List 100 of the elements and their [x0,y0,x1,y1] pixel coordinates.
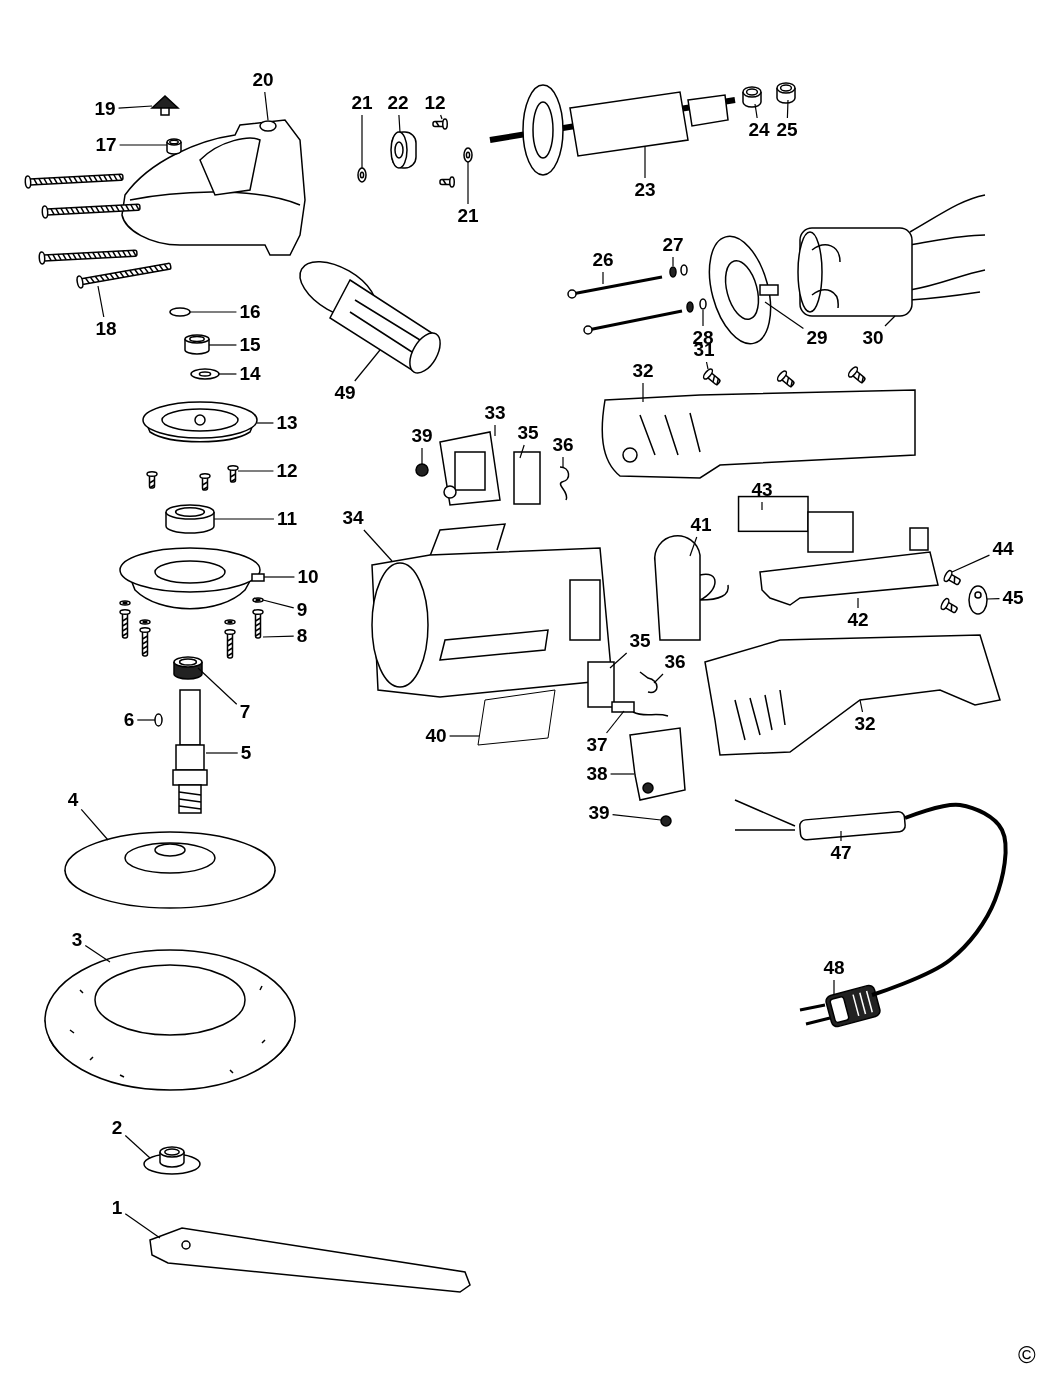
label-plate-drawing [477,689,556,746]
callout-number: 22 [386,93,410,113]
leader-line [609,773,635,775]
washer-drawing [463,147,473,163]
screw-set-drawing [119,609,264,659]
brush-holder-drawing [513,451,541,505]
callout-number: 16 [238,302,262,322]
leader-line [672,256,674,267]
polishing-bonnet-drawing [44,949,296,1091]
callout-number: 12 [275,461,299,481]
callout-number: 34 [341,508,365,528]
suppressor-drawing [737,495,809,533]
leader-line [859,699,864,713]
leader-line [702,309,704,327]
washer-drawing [190,368,220,380]
strain-relief-drawing [654,535,729,641]
screw-drawing [415,463,429,477]
leader-line [361,114,363,169]
callout-number: 35 [516,423,540,443]
leader-line [263,576,296,578]
callout-number: 38 [585,764,609,784]
bearing-drawing [742,86,762,108]
leader-line [764,301,805,330]
callout-number: 44 [991,539,1015,559]
leader-line [857,597,859,609]
callout-number: 12 [423,93,447,113]
callout-number: 24 [747,120,771,140]
callout-number: 33 [483,403,507,423]
leader-line [237,470,275,472]
side-handle-drawing [299,260,441,374]
screw-drawing [660,815,672,827]
spanner-drawing [149,1227,471,1293]
leader-line [611,813,662,821]
brush-cover-drawing [439,431,501,506]
through-bolt-drawing [567,275,683,335]
leader-line [440,114,443,120]
leader-line [262,635,295,638]
callout-number: 15 [238,335,262,355]
washer-set-drawing [119,597,264,625]
spindle-drawing [172,689,208,814]
leader-line [264,91,269,121]
callout-number: 40 [424,726,448,746]
screw-pair-drawing [940,569,962,614]
field-coil-drawing [797,194,986,317]
leader-line [653,673,664,684]
leader-line [80,808,109,841]
leader-line [689,536,698,557]
callout-number: 48 [822,958,846,978]
leader-line [218,373,238,375]
washer-pair-drawing [686,298,707,313]
brush-holder-drawing [587,661,615,708]
leader-line [448,735,480,737]
callout-number: 1 [110,1198,124,1218]
callout-number: 2 [110,1118,124,1138]
leader-line [754,103,758,119]
clamp-drawing [968,585,988,615]
callout-number: 27 [661,235,685,255]
callout-number: 3 [70,930,84,950]
callout-number: 47 [829,843,853,863]
callout-number: 8 [295,626,309,646]
leader-line [124,1213,161,1239]
pin-drawing [169,307,191,317]
flange-nut-drawing [143,1146,201,1175]
leader-line [136,719,156,721]
spring-drawing [559,466,570,501]
callout-number: 9 [295,600,309,620]
armature-drawing [489,84,736,176]
leader-line [256,422,275,424]
leader-line [494,424,496,437]
sleeve-drawing [166,138,182,155]
switch-cover-drawing [629,727,686,801]
leader-line [124,1134,151,1159]
callout-number: 6 [122,710,136,730]
leader-line [884,315,896,327]
leader-line [602,271,604,285]
gear-housing-drawing [119,547,265,610]
knob-drawing [150,94,180,116]
nut-drawing [173,656,203,680]
callout-number: 29 [805,328,829,348]
callout-number: 39 [410,426,434,446]
callout-number: 26 [591,250,615,270]
leader-line [97,285,105,318]
callout-number: 7 [238,702,252,722]
callout-number: 36 [551,435,575,455]
gear-case-drawing [121,119,306,256]
leader-line [117,105,153,109]
callout-number: 17 [94,135,118,155]
leader-line [84,944,111,963]
sleeve-drawing [184,334,210,355]
callout-number: 32 [631,361,655,381]
callout-number: 39 [587,803,611,823]
leader-line [833,979,835,996]
bearing-drawing [390,131,417,169]
leader-line [421,447,423,465]
leader-line [705,361,709,370]
bearing-drawing [165,504,215,534]
screw-pair-drawing [432,118,455,188]
leader-line [840,830,842,842]
leader-line [519,444,525,459]
callout-number: 42 [846,610,870,630]
